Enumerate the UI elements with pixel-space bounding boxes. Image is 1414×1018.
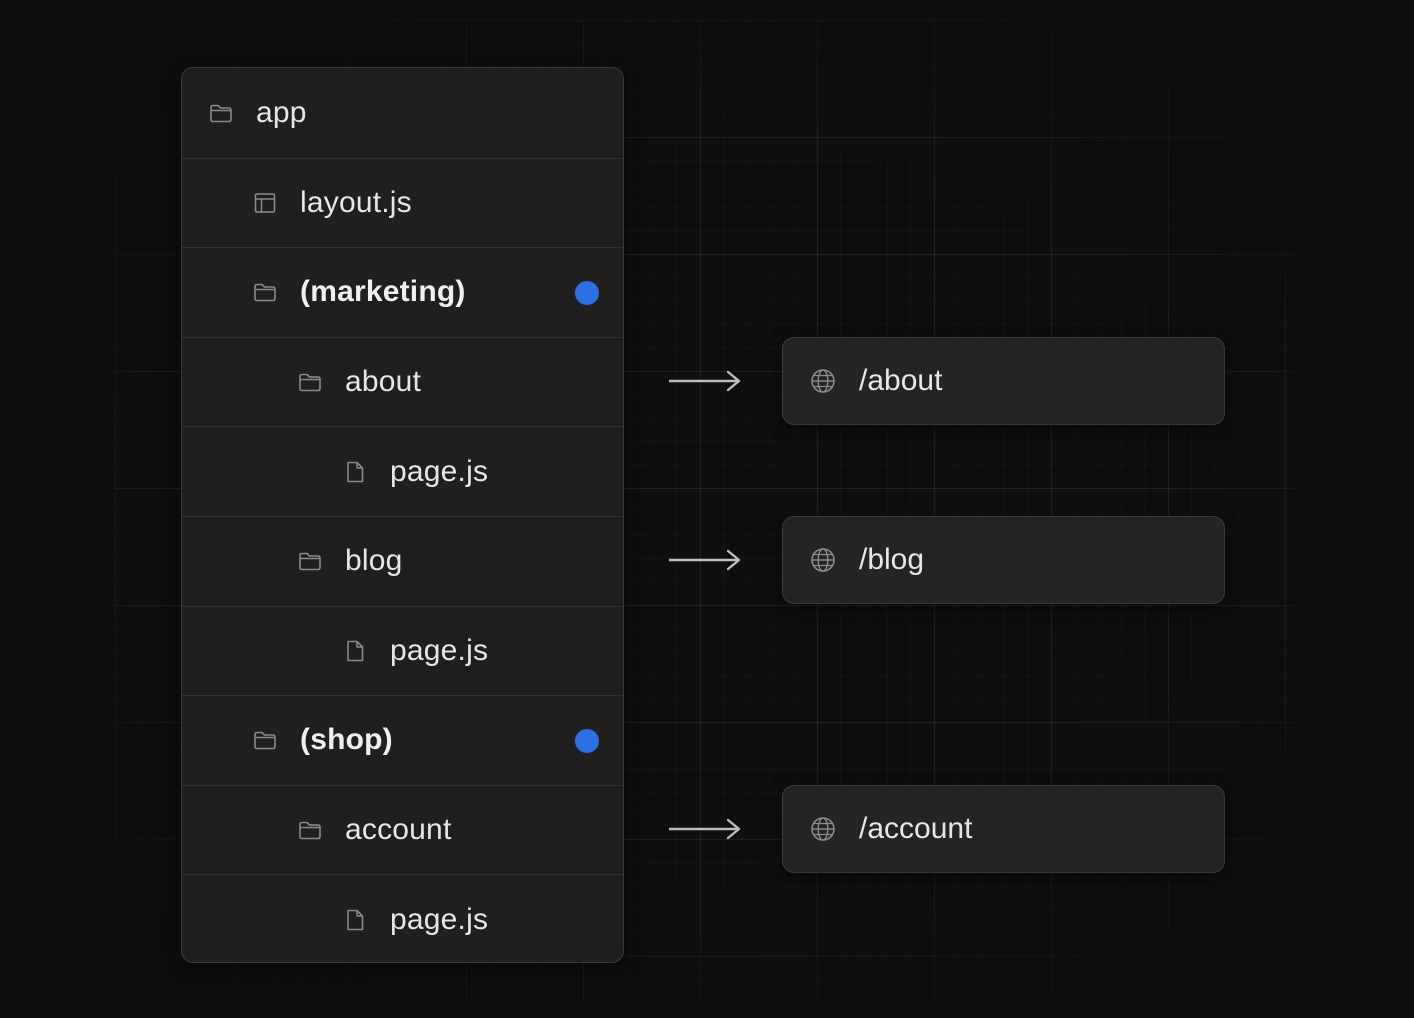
route-url-label: /blog [859, 542, 925, 576]
tree-row-file[interactable]: page.js [182, 605, 623, 696]
tree-row-file[interactable]: page.js [182, 426, 623, 516]
folder-icon [252, 279, 278, 305]
folder-icon [297, 548, 323, 574]
tree-row-label: page.js [390, 902, 489, 936]
tree-row-folder[interactable]: (marketing) [182, 247, 623, 337]
globe-icon [809, 367, 837, 395]
file-icon [342, 907, 368, 933]
route-group-indicator-dot [575, 729, 599, 754]
layout-icon [252, 190, 278, 216]
route-url-label: /account [859, 811, 973, 845]
tree-row-label: page.js [390, 633, 489, 667]
tree-row-folder[interactable]: account [182, 784, 623, 875]
route-url-card[interactable]: /account [782, 784, 1225, 873]
tree-row-label: (marketing) [300, 275, 466, 309]
route-url-card[interactable]: /about [782, 336, 1225, 425]
tree-row-label: blog [345, 544, 403, 578]
file-icon [342, 638, 368, 664]
route-group-indicator-dot [575, 281, 599, 306]
tree-row-label: account [345, 813, 452, 847]
globe-icon [809, 546, 837, 574]
file-tree-panel: app layout.js (marketing) about page.js blog p… [181, 67, 624, 963]
folder-icon [297, 817, 323, 843]
tree-row-file[interactable]: layout.js [182, 157, 623, 248]
arrow-right-icon [669, 818, 741, 839]
tree-row-label: layout.js [300, 185, 412, 219]
file-icon [342, 459, 368, 485]
folder-icon [297, 369, 323, 395]
tree-row-folder[interactable]: blog [182, 516, 623, 606]
folder-icon [208, 100, 234, 126]
tree-row-folder[interactable]: about [182, 336, 623, 427]
tree-row-label: page.js [390, 454, 489, 488]
arrow-right-icon [669, 549, 741, 570]
route-url-label: /about [859, 363, 943, 397]
tree-row-folder[interactable]: (shop) [182, 695, 623, 785]
folder-icon [252, 727, 278, 753]
tree-row-label: about [345, 365, 422, 399]
tree-row-file[interactable]: page.js [182, 874, 623, 962]
globe-icon [809, 815, 837, 843]
tree-row-label: app [256, 95, 307, 129]
tree-row-folder[interactable]: app [182, 68, 623, 158]
tree-row-label: (shop) [300, 723, 393, 757]
arrow-right-icon [669, 370, 741, 391]
route-url-card[interactable]: /blog [782, 515, 1225, 604]
